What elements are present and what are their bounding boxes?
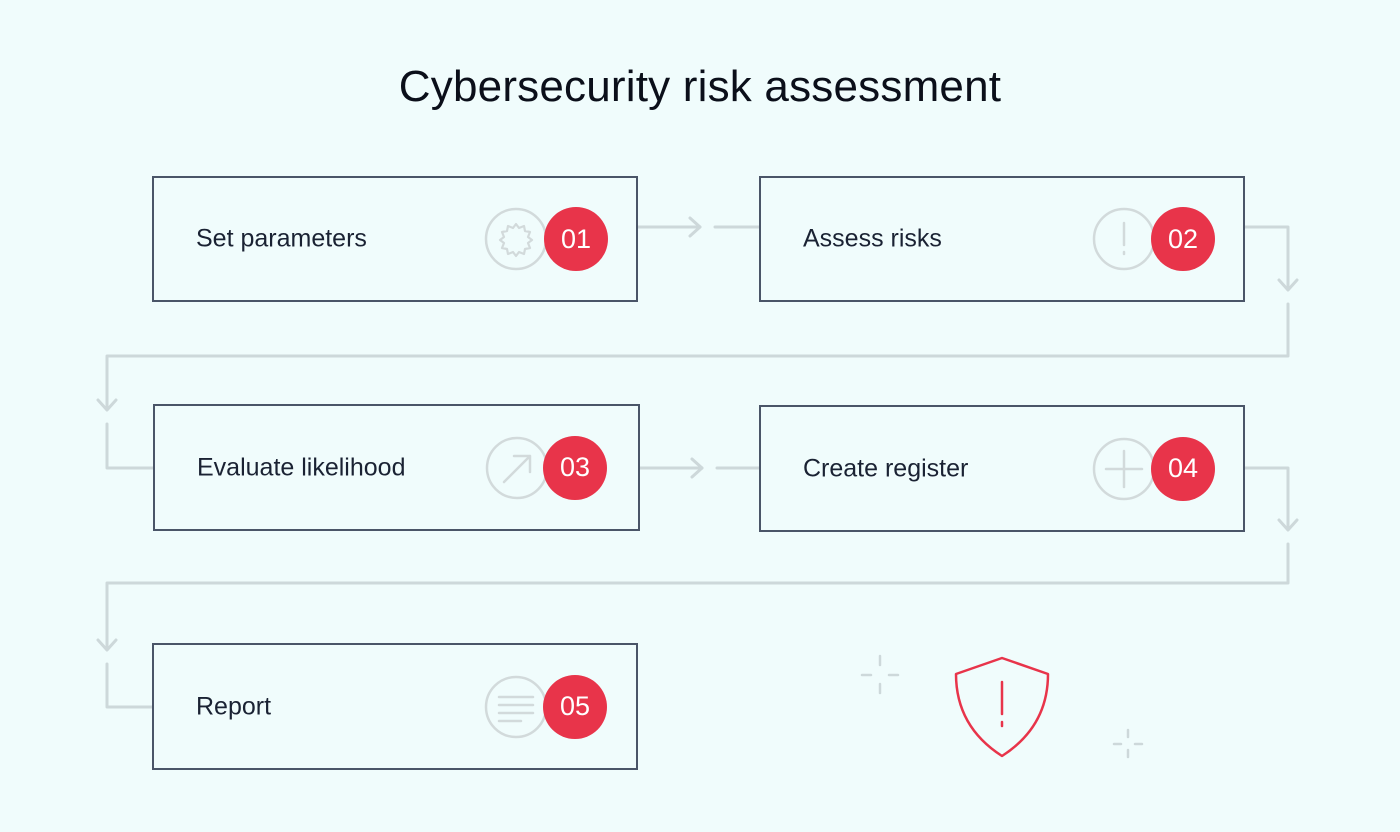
plus-icon (1092, 437, 1156, 500)
page-title: Cybersecurity risk assessment (398, 62, 1002, 111)
step-number-badge: 03 (543, 435, 607, 500)
arrowhead-01-02 (688, 216, 702, 238)
gear-icon (484, 207, 548, 271)
connector-04-down (1243, 466, 1290, 530)
connector-02-down (1243, 225, 1290, 290)
step-number-badge: 01 (544, 207, 608, 271)
step-label: Report (196, 692, 272, 720)
step-box-01: Set parameters 01 (152, 176, 638, 302)
step-label: Evaluate likelihood (197, 453, 406, 481)
arrowhead-02-down (1277, 278, 1299, 292)
exclamation-icon (1092, 207, 1156, 271)
connector-02-03 (105, 302, 1290, 410)
connector-03-entry (105, 422, 155, 470)
sparkle-icon (1112, 728, 1144, 759)
arrowhead-03-04 (690, 457, 704, 479)
step-label: Create register (803, 454, 969, 482)
shield-alert-icon (954, 656, 1050, 758)
step-label: Assess risks (803, 224, 942, 253)
step-label: Set parameters (196, 224, 367, 253)
connector-04-05 (105, 542, 1290, 650)
step-number-badge: 05 (543, 674, 607, 739)
step-box-04: Create register 04 (759, 405, 1245, 532)
lines-icon (484, 675, 548, 738)
step-box-03: Evaluate likelihood 03 (153, 404, 640, 531)
arrow-up-right-icon (485, 436, 549, 499)
step-box-02: Assess risks 02 (759, 176, 1245, 302)
arrowhead-03-down (96, 398, 118, 412)
step-number-badge: 04 (1151, 436, 1215, 501)
arrowhead-04-down (1277, 518, 1299, 532)
connector-05-entry (105, 662, 155, 709)
sparkle-icon (860, 654, 900, 695)
step-number-badge: 02 (1151, 207, 1215, 271)
step-box-05: Report 05 (152, 643, 638, 770)
arrowhead-05-down (96, 638, 118, 652)
